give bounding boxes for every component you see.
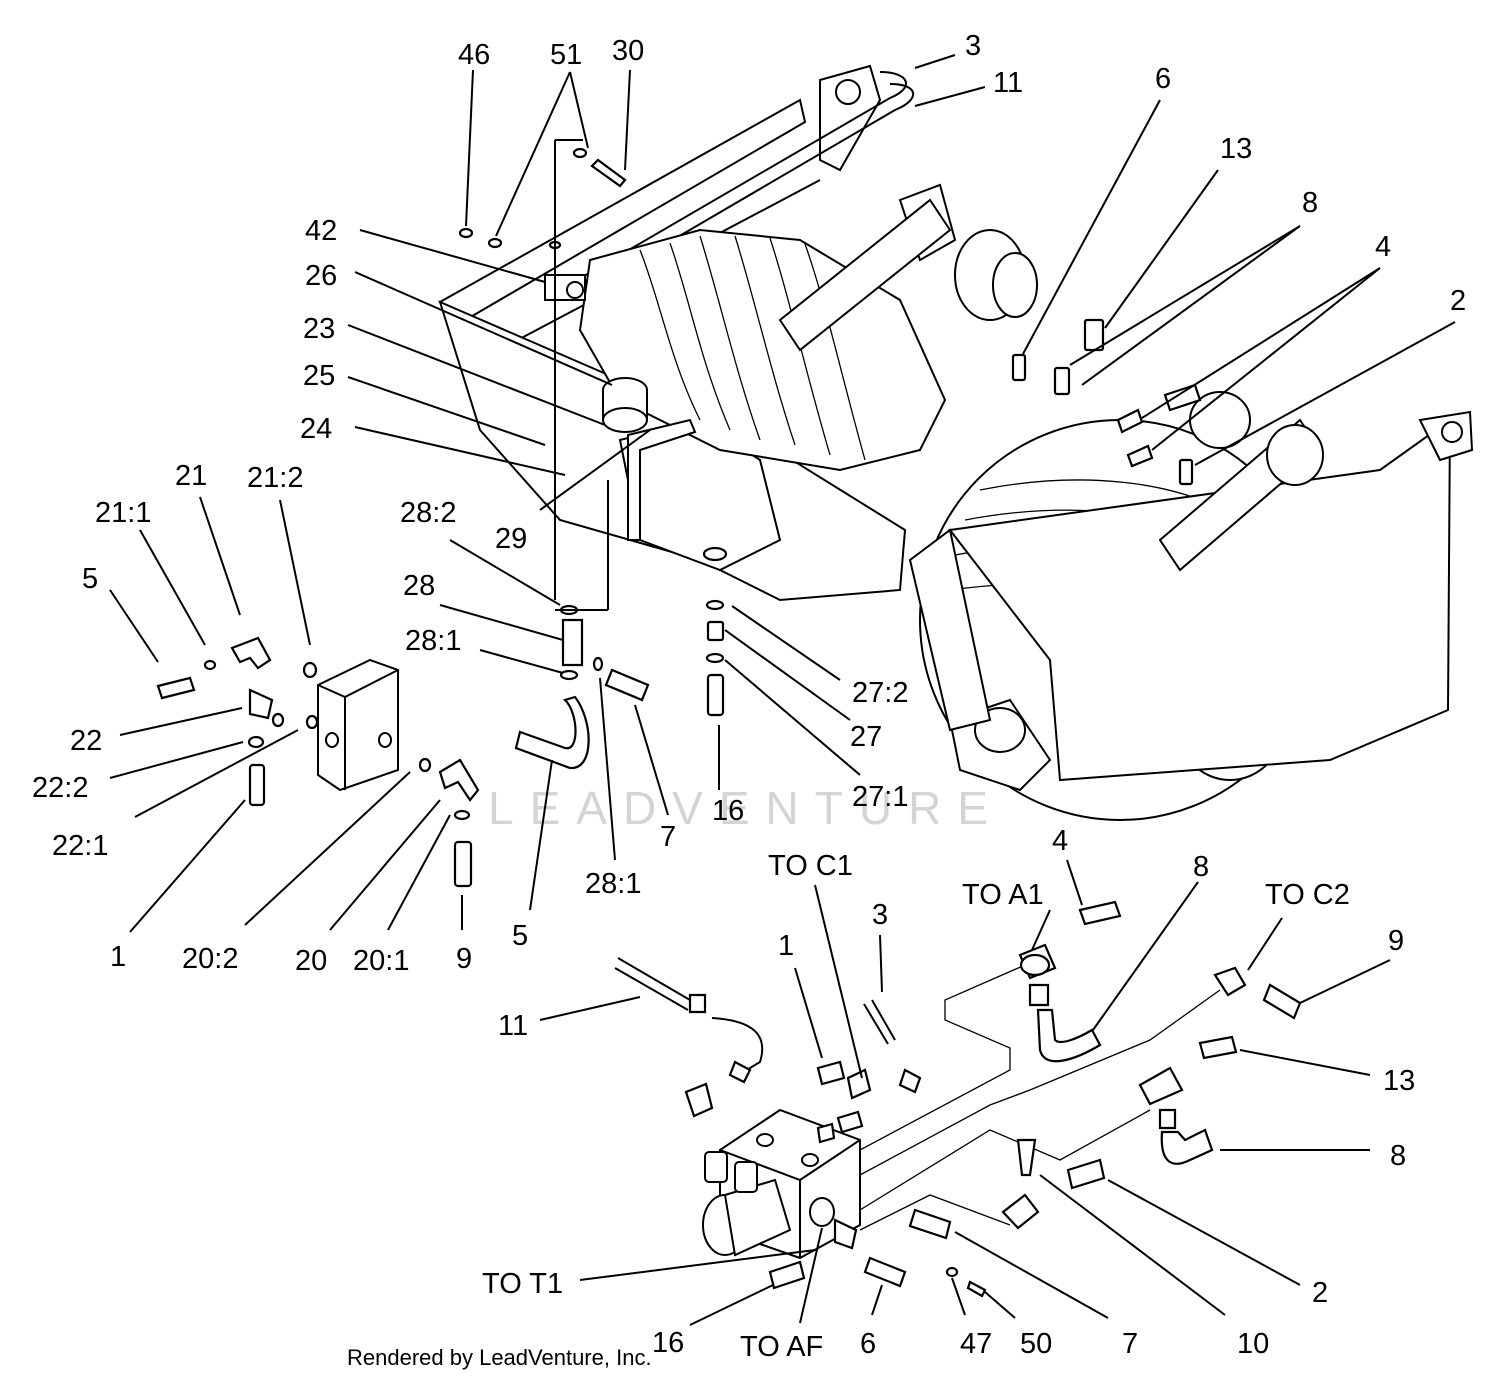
callout-27-2: 27:2 (852, 677, 908, 709)
callout-42: 42 (305, 215, 337, 247)
callout-46: 46 (458, 39, 490, 71)
callout-9-left: 9 (456, 943, 472, 975)
callout-13-bot: 13 (1383, 1065, 1415, 1097)
callout-8-bot2: 8 (1390, 1140, 1406, 1172)
callout-1-left: 1 (110, 941, 126, 973)
callout-6-bot: 6 (860, 1328, 876, 1360)
callout-16-mid: 16 (712, 795, 744, 827)
callout-to-c2: TO C2 (1265, 879, 1350, 911)
callout-to-t1: TO T1 (482, 1268, 563, 1300)
callout-20-1: 20:1 (353, 945, 409, 977)
callout-7-mid: 7 (660, 821, 676, 853)
callout-24: 24 (300, 413, 332, 445)
callout-20: 20 (295, 945, 327, 977)
mower-frame-drawing (438, 64, 1474, 821)
callout-6-top: 6 (1155, 63, 1171, 95)
credit-text: Rendered by LeadVenture, Inc. (347, 1345, 652, 1370)
callout-22-2: 22:2 (32, 772, 88, 804)
callout-8-top: 8 (1302, 187, 1318, 219)
hydraulic-manifold-drawing (614, 900, 1302, 1298)
callout-47: 47 (960, 1328, 992, 1360)
callout-labels: 46 51 30 3 11 6 13 8 4 2 42 26 23 25 24 … (32, 30, 1466, 1363)
callout-23: 23 (303, 313, 335, 345)
callout-51: 51 (550, 39, 582, 71)
callout-30: 30 (612, 35, 644, 67)
callout-10: 10 (1237, 1328, 1269, 1360)
callout-27: 27 (850, 721, 882, 753)
callout-7-bot: 7 (1122, 1328, 1138, 1360)
callout-29: 29 (495, 523, 527, 555)
watermark: LEADVENTURE (488, 782, 1004, 834)
callout-22-1: 22:1 (52, 830, 108, 862)
callout-25: 25 (303, 360, 335, 392)
callout-1-bot: 1 (778, 930, 794, 962)
callout-28: 28 (403, 570, 435, 602)
callout-2-top: 2 (1450, 285, 1466, 317)
callout-27-1: 27:1 (852, 781, 908, 813)
callout-26: 26 (305, 260, 337, 292)
callout-3-top: 3 (965, 30, 981, 62)
callout-5-left: 5 (82, 563, 98, 595)
callout-11-top: 11 (993, 67, 1023, 99)
callout-11-bot: 11 (498, 1010, 528, 1042)
callout-21-2: 21:2 (247, 462, 303, 494)
callout-to-a1: TO A1 (962, 879, 1044, 911)
callout-28-2: 28:2 (400, 497, 456, 529)
callout-28-1a: 28:1 (405, 625, 461, 657)
callout-20-2: 20:2 (182, 943, 238, 975)
callout-50: 50 (1020, 1328, 1052, 1360)
callout-28-1b: 28:1 (585, 868, 641, 900)
callout-13-top: 13 (1220, 133, 1252, 165)
callout-to-af: TO AF (740, 1331, 823, 1363)
callout-3-bot: 3 (872, 899, 888, 931)
callout-21: 21 (175, 460, 207, 492)
callout-5-mid: 5 (512, 920, 528, 952)
top-hardware (156, 147, 1202, 888)
callout-9-bot: 9 (1388, 925, 1404, 957)
callout-22: 22 (70, 725, 102, 757)
callout-2-bot: 2 (1312, 1277, 1328, 1309)
callout-4-top: 4 (1375, 231, 1391, 263)
callout-to-c1: TO C1 (768, 850, 853, 882)
callout-4-bot: 4 (1052, 825, 1068, 857)
leader-lines (109, 54, 1456, 1326)
callout-21-1: 21:1 (95, 497, 151, 529)
callout-8-bot1: 8 (1193, 851, 1209, 883)
callout-16-bot: 16 (652, 1327, 684, 1359)
